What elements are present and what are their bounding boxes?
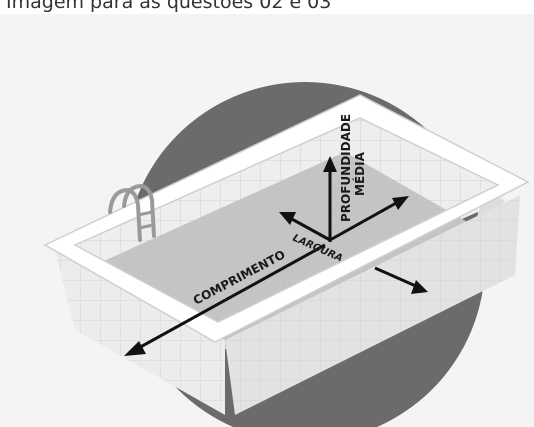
profundidade-label: PROFUNDIDADE <box>339 114 353 222</box>
media-label: MÉDIA <box>352 151 367 196</box>
